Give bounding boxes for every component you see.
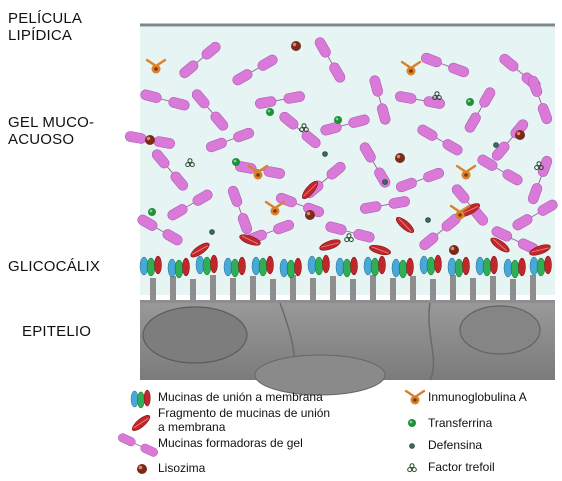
legend-iga-label: Inmunoglobulina A <box>428 391 527 404</box>
legend-fragment-icon <box>130 413 152 433</box>
legend-fragment-label-line1: Fragmento de mucinas de unión <box>158 407 330 420</box>
legend-gel-mucins-label: Mucinas formadoras de gel <box>158 437 303 450</box>
legend-defensin-icon <box>410 444 415 449</box>
legend-trefoil-icon <box>408 464 417 472</box>
legend-fragment-label-line2: a membrana <box>158 421 225 434</box>
legend-lysozyme-icon <box>137 464 147 474</box>
legend-defensin-label: Defensina <box>428 439 482 452</box>
legend-lysozyme-label: Lisozima <box>158 462 205 475</box>
legend-trefoil-label: Factor trefoil <box>428 461 495 474</box>
legend-membrane-mucins-icon <box>131 390 150 408</box>
legend-transferrin-label: Transferrina <box>428 417 492 430</box>
legend-iga-icon <box>406 391 424 405</box>
legend-gel-mucin-icon <box>117 432 159 458</box>
legend-membrane-mucins-label: Mucinas de unión a membrana <box>158 391 323 404</box>
legend-transferrin-icon <box>408 419 416 427</box>
